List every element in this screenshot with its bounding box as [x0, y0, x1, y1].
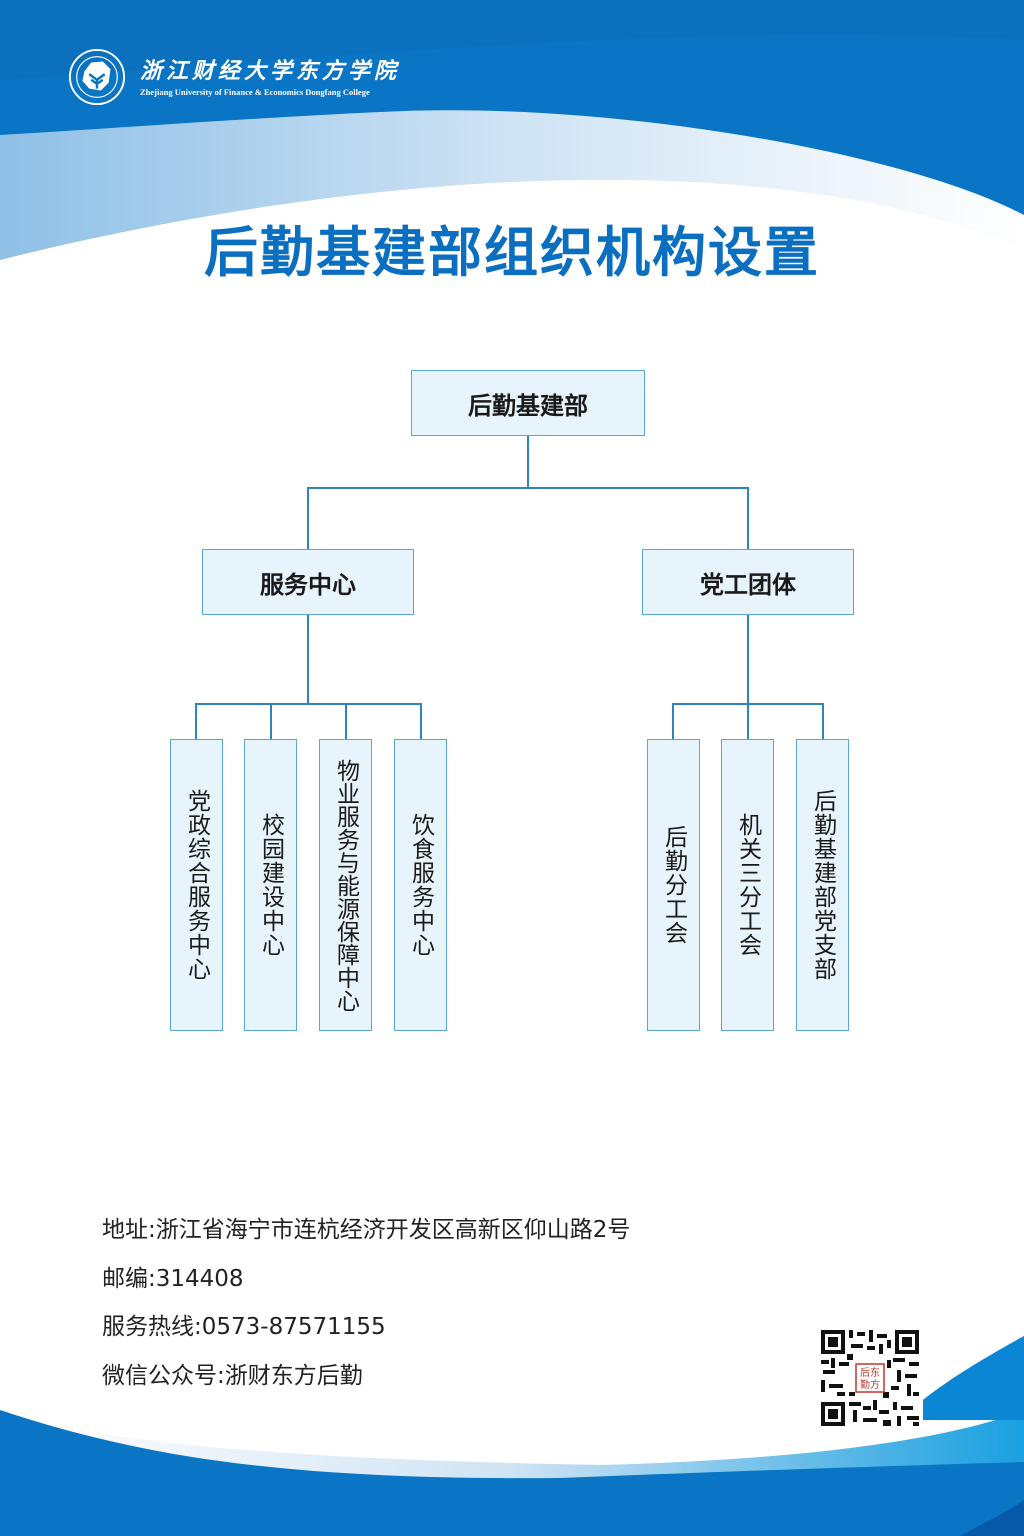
- org-node-label: 机关三分工会: [734, 813, 761, 957]
- org-node-leaf: 机关三分工会: [721, 739, 774, 1031]
- qr-code-icon[interactable]: 后东 勤方: [817, 1326, 923, 1430]
- college-name-cn: 浙江财经大学东方学院: [140, 58, 401, 84]
- org-node-leaf: 校园建设中心: [244, 739, 297, 1031]
- connector: [747, 614, 749, 740]
- connector: [420, 703, 422, 740]
- org-node-leaf: 饮食服务中心: [394, 739, 447, 1031]
- connector: [822, 703, 824, 740]
- org-node-label: 后勤分工会: [660, 825, 687, 945]
- connector: [307, 487, 309, 550]
- connector: [307, 487, 749, 489]
- org-node-party-groups: 党工团体: [642, 549, 854, 615]
- org-node-label: 党工团体: [700, 570, 796, 599]
- qr-code-graphic: 后东 勤方: [821, 1330, 919, 1426]
- connector: [747, 487, 749, 550]
- org-node-label: 校园建设中心: [257, 813, 284, 957]
- org-node-label: 服务中心: [260, 570, 356, 599]
- wechat-text: 微信公众号:浙财东方后勤: [102, 1362, 363, 1389]
- contact-info: 地址:浙江省海宁市连杭经济开发区高新区仰山路2号 邮编:314408 服务热线:…: [102, 1212, 630, 1406]
- connector: [270, 703, 272, 740]
- org-node-label: 党政综合服务中心: [183, 789, 210, 981]
- hotline-text: 服务热线:0573-87571155: [102, 1314, 386, 1340]
- org-node-leaf: 后勤基建部党支部: [796, 739, 849, 1031]
- college-emblem-icon: [68, 48, 126, 106]
- address-text: 地址:浙江省海宁市连杭经济开发区高新区仰山路2号: [102, 1217, 631, 1243]
- org-node-label: 物业服务与能源保障中心: [332, 758, 359, 1012]
- org-node-label: 饮食服务中心: [407, 813, 434, 957]
- qr-center-label: 勤方: [860, 1378, 880, 1391]
- org-node-root: 后勤基建部: [411, 370, 645, 436]
- page-title: 后勤基建部组织机构设置: [204, 221, 820, 284]
- postcode-text: 邮编:314408: [102, 1265, 244, 1292]
- connector: [195, 703, 197, 740]
- connector: [672, 703, 674, 740]
- connector: [345, 703, 347, 740]
- org-node-leaf: 党政综合服务中心: [170, 739, 223, 1031]
- org-node-label: 后勤基建部: [468, 391, 588, 420]
- college-name-en: Zhejiang University of Finance & Economi…: [140, 87, 370, 97]
- org-node-leaf: 物业服务与能源保障中心: [319, 739, 372, 1031]
- org-node-service-center: 服务中心: [202, 549, 414, 615]
- qr-center-label: 后东: [860, 1366, 880, 1379]
- org-node-label: 后勤基建部党支部: [809, 789, 836, 981]
- college-logo: 浙江财经大学东方学院 Zhejiang University of Financ…: [68, 48, 400, 106]
- connector: [527, 435, 529, 488]
- org-node-leaf: 后勤分工会: [647, 739, 700, 1031]
- connector: [307, 614, 309, 704]
- connector: [672, 703, 824, 705]
- connector: [195, 703, 422, 705]
